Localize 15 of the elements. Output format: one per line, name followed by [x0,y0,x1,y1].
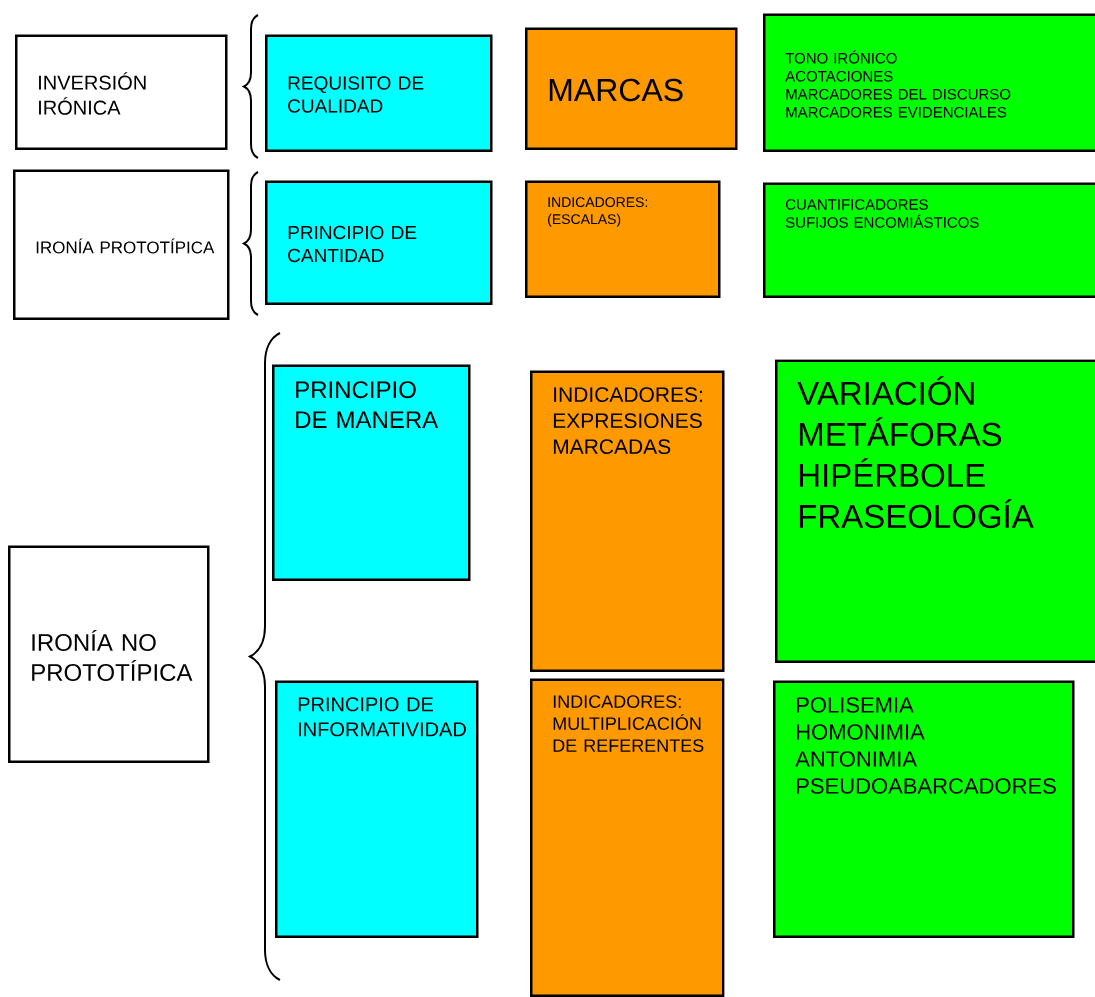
text-box: PRINCIPIO DE CANTIDAD [265,180,493,305]
text-box: MARCAS [525,27,738,150]
text-box: INVERSIÓN IRÓNICA [15,34,228,150]
text-box: VARIACIÓN METÁFORAS HIPÉRBOLE FRASEOLOGÍA [775,359,1095,663]
text-box: IRONÍA NO PROTOTÍPICA [8,545,210,763]
text-box: POLISEMIA HOMONIMIA ANTONIMIA PSEUDOABARCADORES [773,680,1075,938]
text-box: TONO IRÓNICO ACOTACIONES MARCADORES DEL DISCURSO MARCADORES EVIDENCIALES [763,13,1095,152]
text-box: PRINCIPIO DE MANERA [272,364,471,581]
text-box: INDICADORES: MULTIPLICACIÓN DE REFERENTES [530,678,725,997]
text-box: REQUISITO DE CUALIDAD [265,34,493,152]
text-box: INDICADORES: (ESCALAS) [525,180,721,298]
text-box: PRINCIPIO DE INFORMATIVIDAD [275,680,479,938]
text-box: IRONÍA PROTOTÍPICA [13,169,230,320]
text-box: CUANTIFICADORES SUFIJOS ENCOMIÁSTICOS [763,182,1095,298]
text-box: INDICADORES: EXPRESIONES MARCADAS [530,370,725,672]
